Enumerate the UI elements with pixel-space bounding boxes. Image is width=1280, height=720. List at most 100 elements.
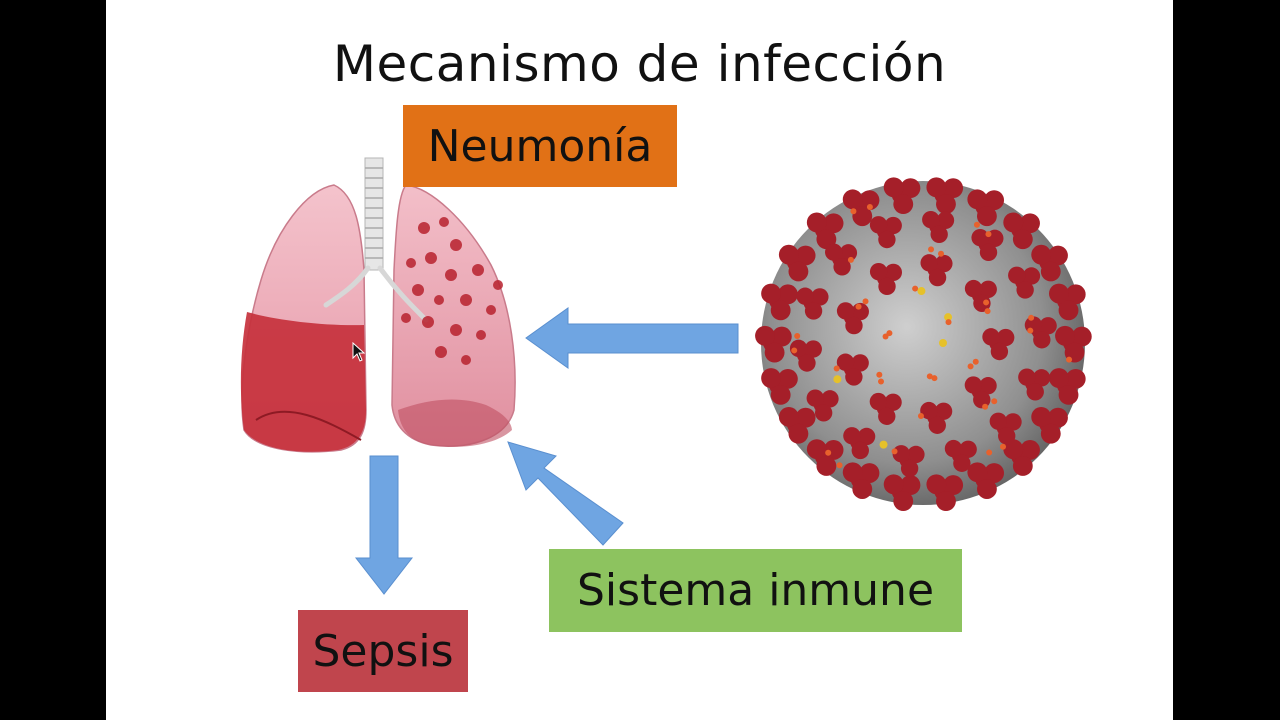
spike-protein xyxy=(967,189,1005,227)
surface-dot xyxy=(862,298,869,305)
spike-protein xyxy=(836,302,869,335)
spike-protein xyxy=(869,262,903,296)
surface-dot xyxy=(986,449,993,456)
arrow-immune-to-lungs xyxy=(507,441,624,546)
spike-protein xyxy=(1049,283,1086,321)
surface-dot xyxy=(917,287,926,296)
surface-dot xyxy=(833,365,840,372)
spike-protein xyxy=(920,401,953,434)
surface-dot xyxy=(825,449,832,456)
coronavirus-illustration xyxy=(755,177,1092,511)
spike-protein xyxy=(842,189,880,227)
surface-dot xyxy=(855,303,862,310)
spike-protein xyxy=(1055,325,1092,363)
mouse-cursor-icon xyxy=(352,342,366,362)
spike-protein xyxy=(1024,316,1057,349)
diagram-artwork xyxy=(240,105,1092,692)
spike-protein xyxy=(836,353,869,386)
spike-protein xyxy=(1018,368,1051,401)
surface-dot xyxy=(917,412,924,419)
surface-dot xyxy=(944,313,953,322)
surface-dot xyxy=(967,363,974,370)
spike-protein xyxy=(869,216,902,249)
surface-dot xyxy=(891,448,898,455)
arrow-virus-to-lungs xyxy=(525,307,739,369)
spike-protein xyxy=(778,244,816,282)
spike-protein xyxy=(1031,406,1068,444)
surface-dot xyxy=(912,285,919,292)
spike-protein xyxy=(920,254,953,287)
trachea-shape xyxy=(364,157,384,271)
surface-dot xyxy=(878,378,885,385)
surface-dot xyxy=(879,440,888,449)
surface-dot xyxy=(1027,327,1034,334)
surface-dot xyxy=(991,398,998,405)
surface-dot xyxy=(939,339,947,347)
spike-protein xyxy=(806,389,839,422)
slide: Mecanismo de infección xyxy=(106,0,1173,720)
spike-protein xyxy=(843,427,876,460)
spike-protein xyxy=(892,445,925,478)
virus-spikes xyxy=(755,177,1092,511)
surface-dot xyxy=(847,256,854,263)
spike-protein xyxy=(869,392,902,425)
surface-dot xyxy=(931,375,938,382)
surface-dot xyxy=(1028,314,1035,321)
surface-dot xyxy=(876,371,883,378)
surface-dot xyxy=(984,308,991,315)
surface-dot xyxy=(973,221,980,228)
surface-dot xyxy=(1000,443,1007,450)
virus-surface-dots xyxy=(791,203,1073,469)
spike-protein xyxy=(989,412,1022,445)
spike-protein xyxy=(1031,244,1068,282)
spike-protein xyxy=(842,462,880,499)
surface-dot xyxy=(938,250,945,257)
spike-protein xyxy=(825,243,858,276)
surface-dot xyxy=(1066,356,1073,363)
surface-dot xyxy=(866,203,873,210)
surface-dot xyxy=(945,319,952,326)
sistema-inmune-label: Sistema inmune xyxy=(576,565,935,616)
surface-dot xyxy=(833,375,842,384)
spike-protein xyxy=(761,368,798,405)
spike-protein xyxy=(883,474,921,511)
surface-dot xyxy=(982,403,989,410)
sepsis-box xyxy=(298,610,468,692)
surface-dot xyxy=(983,299,990,306)
surface-dot xyxy=(985,231,992,238)
sepsis-label: Sepsis xyxy=(312,625,454,677)
spike-protein xyxy=(1008,266,1041,299)
neumonia-label: Neumonía xyxy=(427,120,653,172)
neumonia-box xyxy=(403,105,677,187)
arrows xyxy=(354,307,739,595)
lungs-illustration xyxy=(240,157,516,453)
spike-protein xyxy=(761,283,798,321)
surface-dot xyxy=(836,462,843,469)
sistema-inmune-box xyxy=(549,549,962,632)
surface-dot xyxy=(850,208,857,215)
infection-spots xyxy=(401,217,503,365)
spike-protein xyxy=(982,328,1015,361)
spike-protein xyxy=(944,439,977,472)
spike-protein xyxy=(883,177,921,215)
spike-protein xyxy=(1049,368,1086,405)
surface-dot xyxy=(791,347,798,354)
spike-protein xyxy=(778,406,816,444)
spike-protein xyxy=(1003,439,1040,476)
surface-dot xyxy=(926,373,933,380)
spike-protein xyxy=(922,210,955,244)
surface-dot xyxy=(972,358,979,365)
slide-title: Mecanismo de infección xyxy=(332,35,947,93)
spike-protein xyxy=(926,177,964,215)
spike-protein xyxy=(967,462,1005,499)
spike-protein xyxy=(1003,212,1040,250)
spike-protein xyxy=(796,287,829,320)
spike-protein xyxy=(755,325,792,363)
arrow-lungs-to-sepsis xyxy=(354,455,414,595)
spike-protein xyxy=(926,474,964,511)
surface-dot xyxy=(886,330,893,337)
spike-protein xyxy=(964,279,997,312)
surface-dot xyxy=(794,332,801,339)
surface-dot xyxy=(928,246,935,253)
left-lung-infected-lobe xyxy=(240,312,366,452)
